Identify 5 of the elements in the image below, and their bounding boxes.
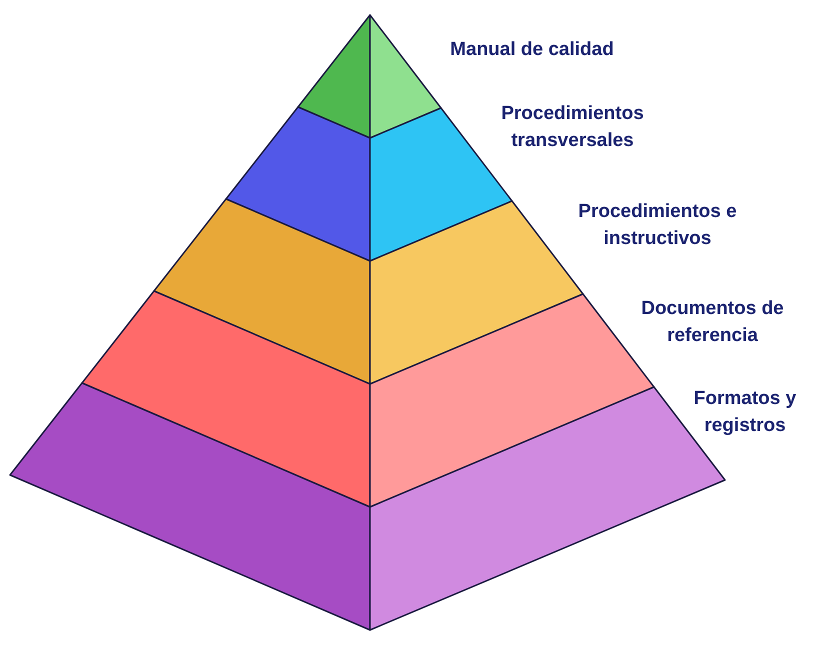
layer-label: Documentos de referencia: [640, 297, 785, 348]
layer-label: Procedimientos e instructivos: [577, 200, 738, 251]
layer-label: Formatos y registros: [692, 387, 798, 438]
layer-label: Procedimientos transversales: [500, 102, 645, 153]
layer-label: Manual de calidad: [449, 38, 615, 62]
